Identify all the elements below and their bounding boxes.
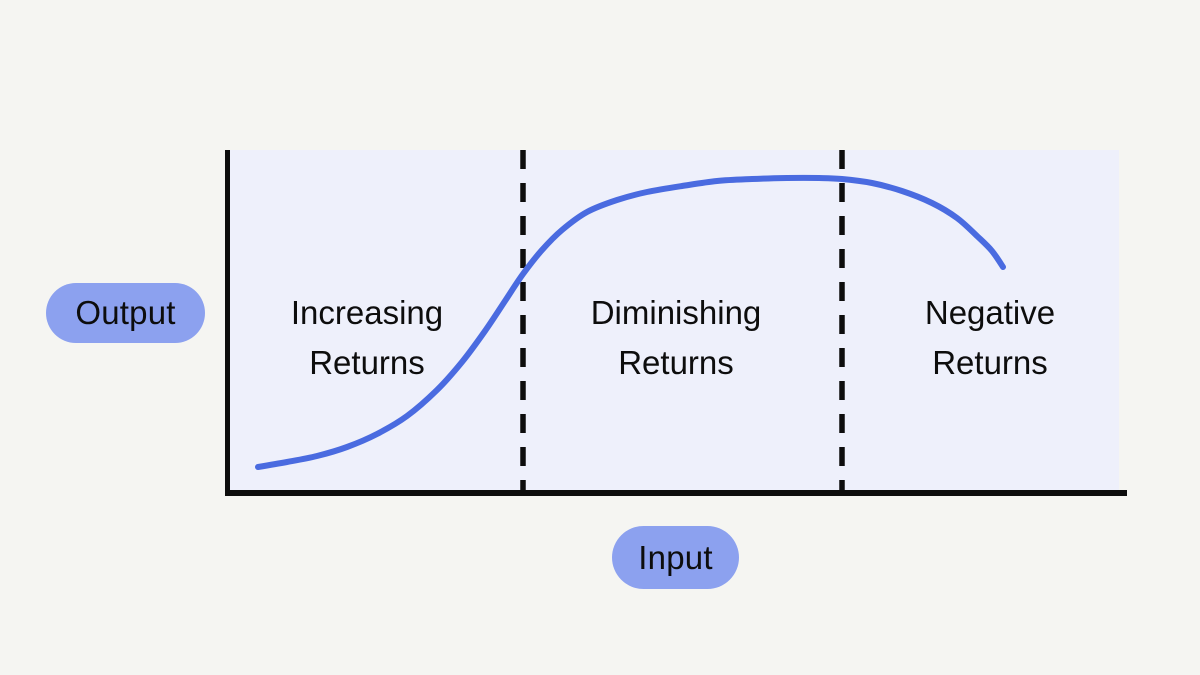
input-axis-label: Input (612, 526, 739, 589)
region-label-line: Returns (618, 344, 734, 381)
region-label-line: Returns (309, 344, 425, 381)
region-label-line: Diminishing (590, 294, 762, 331)
x-axis-line (225, 490, 1127, 496)
output-axis-label-text: Output (75, 294, 176, 331)
region-label-increasing-returns: Increasing Returns (291, 288, 443, 388)
region-label-line: Increasing (290, 294, 444, 331)
output-curve (255, 174, 1006, 470)
region-label-diminishing-returns: Diminishing Returns (591, 288, 762, 388)
chart-area: Increasing Returns Diminishing Returns N… (227, 150, 1119, 490)
output-axis-label: Output (46, 283, 205, 343)
region-label-line: Negative (924, 294, 1056, 331)
region-label-line: Returns (932, 344, 1048, 381)
plot-svg (255, 150, 1006, 490)
input-axis-label-text: Input (638, 538, 713, 576)
region-label-negative-returns: Negative Returns (925, 288, 1055, 388)
y-axis-line (225, 150, 230, 496)
